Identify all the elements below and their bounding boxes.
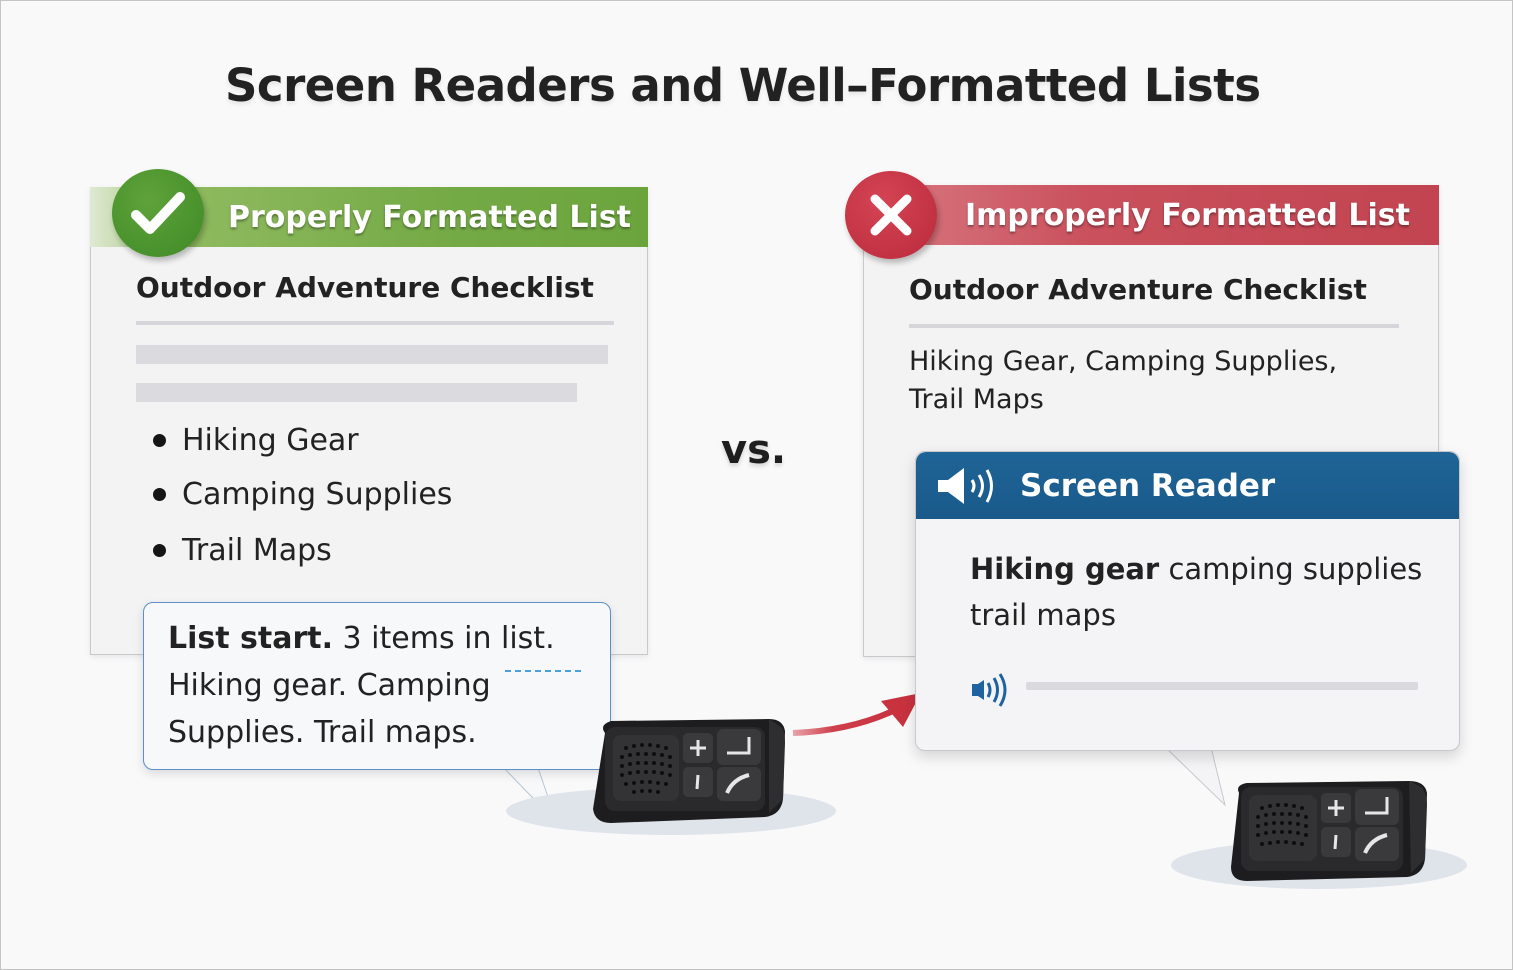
- heading-divider: [136, 321, 614, 325]
- improper-card-heading: Outdoor Adventure Checklist: [909, 273, 1367, 306]
- improper-banner-label: Improperly Formatted List: [965, 197, 1410, 233]
- list-item: Hiking Gear: [153, 423, 359, 458]
- screen-reader-panel: Screen Reader Hiking gear camping suppli…: [915, 451, 1460, 751]
- proper-banner-label: Properly Formatted List: [228, 199, 632, 235]
- sr-text: trail maps: [970, 598, 1116, 632]
- speech-text: Hiking gear. Camping: [168, 668, 491, 703]
- x-mark-icon: [845, 171, 937, 259]
- speaker-icon: [938, 467, 993, 504]
- dashed-underline: [505, 670, 581, 672]
- screen-reader-output-bubble: List start. 3 items in list. Hiking gear…: [143, 602, 611, 770]
- arrow-icon: [792, 693, 921, 736]
- list-item-label: Hiking Gear: [182, 423, 359, 458]
- bullet-icon: [153, 434, 166, 447]
- speech-text: 3 items in list.: [333, 621, 555, 656]
- proper-list-card: [90, 187, 648, 655]
- versus-label: vs.: [721, 427, 787, 473]
- improper-list-banner: Improperly Formatted List: [863, 185, 1439, 245]
- bullet-icon: [153, 488, 166, 501]
- audio-progress-bar: [1026, 682, 1418, 690]
- heading-divider: [909, 324, 1399, 328]
- list-item-label: Camping Supplies: [182, 477, 453, 512]
- screen-reader-header: Screen Reader: [916, 452, 1459, 519]
- proper-card-heading: Outdoor Adventure Checklist: [136, 271, 594, 304]
- placeholder-text-bar: [136, 345, 608, 364]
- sr-bold-text: Hiking gear: [970, 552, 1160, 586]
- speech-text: Supplies. Trail maps.: [168, 715, 477, 750]
- speech-bold-text: List start.: [168, 621, 334, 656]
- unformatted-text-line: Hiking Gear, Camping Supplies,: [909, 346, 1338, 377]
- screen-reader-title: Screen Reader: [1020, 467, 1276, 504]
- checkmark-icon: [112, 169, 204, 257]
- volume-icon: [972, 673, 1007, 707]
- bullet-icon: [153, 544, 166, 557]
- screen-reader-device-icon: [1171, 781, 1467, 889]
- list-item: Camping Supplies: [153, 477, 452, 512]
- unformatted-text-line: Trail Maps: [909, 384, 1044, 415]
- list-item: Trail Maps: [153, 533, 332, 568]
- screen-reader-device-icon: [506, 719, 836, 835]
- placeholder-text-bar: [136, 383, 577, 402]
- page-title: Screen Readers and Well–Formatted Lists: [225, 59, 1261, 112]
- screen-reader-output: Hiking gear camping supplies trail maps: [970, 546, 1440, 638]
- unformatted-list-text: Hiking Gear, Camping Supplies, Trail Map…: [909, 343, 1389, 419]
- list-item-label: Trail Maps: [182, 533, 332, 568]
- sr-text: camping supplies: [1159, 552, 1423, 586]
- speech-bubble-tail: [1164, 747, 1226, 807]
